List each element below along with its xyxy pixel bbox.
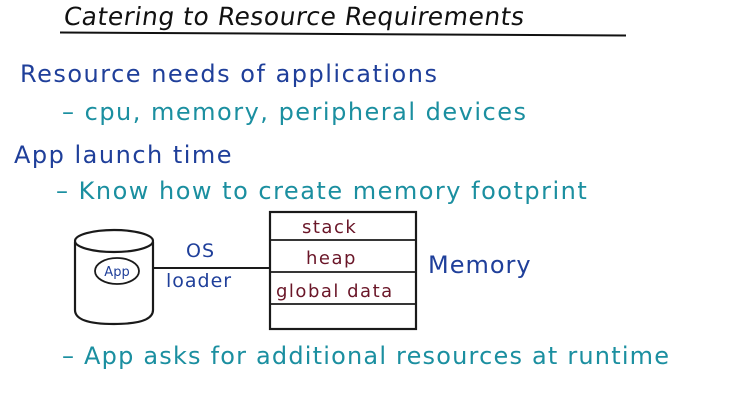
memory-segment-heap: heap [306, 248, 357, 269]
bullet-resource-types: – cpu, memory, peripheral devices [62, 98, 528, 126]
app-disk-icon: App [73, 228, 155, 326]
heading-launch-time: App launch time [14, 141, 234, 169]
app-label: App [104, 265, 129, 280]
memory-label: Memory [428, 251, 532, 279]
bullet-runtime-resources: – App asks for additional resources at r… [62, 342, 671, 370]
heading-resource-needs: Resource needs of applications [20, 60, 439, 88]
loader-label: loader [166, 270, 232, 292]
bullet-memory-footprint: – Know how to create memory footprint [56, 177, 589, 205]
memory-segment-stack: stack [302, 217, 357, 238]
memory-block: stack heap global data [268, 210, 418, 331]
os-label: OS [186, 240, 215, 262]
memory-segment-global-data: global data [276, 281, 394, 302]
